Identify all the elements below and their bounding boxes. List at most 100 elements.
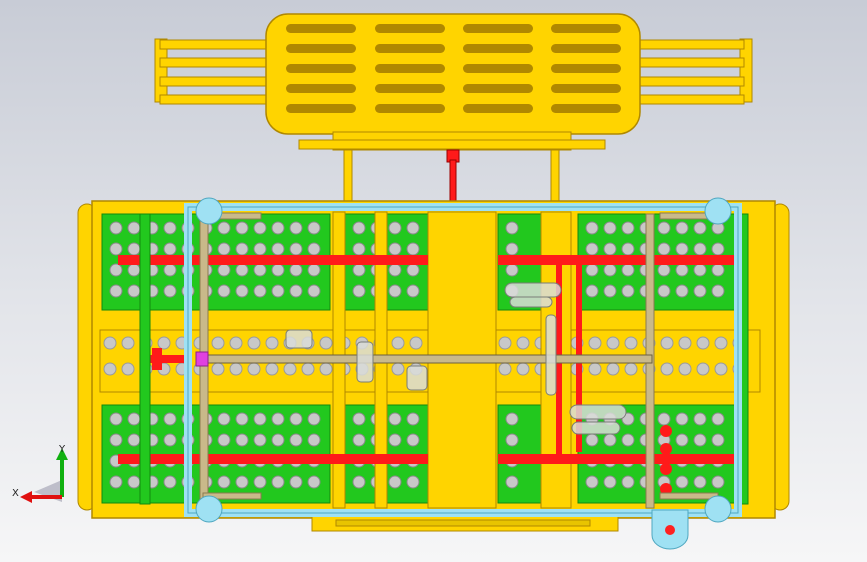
tray-hole [307, 242, 321, 256]
band-hole [301, 362, 315, 376]
tray-hole [217, 412, 231, 426]
tray-hole [109, 412, 123, 426]
band-hole [283, 362, 297, 376]
tray-hole [585, 242, 599, 256]
tray-hole [271, 263, 285, 277]
grill-slot [286, 44, 356, 53]
grill-slot [286, 24, 356, 33]
tray-hole [711, 263, 725, 277]
tray-hole [585, 433, 599, 447]
tray-hole [307, 284, 321, 298]
band-hole [229, 362, 243, 376]
x-axis-label: X [12, 488, 19, 499]
grill-slot [375, 44, 445, 53]
tray-hole [388, 242, 402, 256]
tray-hole [693, 284, 707, 298]
band-hole [678, 336, 692, 350]
tray-hole [271, 221, 285, 235]
tray-hole [621, 284, 635, 298]
tray-hole [109, 433, 123, 447]
tray-hole [289, 242, 303, 256]
tray-hole [693, 221, 707, 235]
tray-hole [307, 412, 321, 426]
tray-hole [127, 475, 141, 489]
tray-hole [388, 221, 402, 235]
band-hole [319, 336, 333, 350]
band-hole [588, 336, 602, 350]
tray-hole [289, 263, 303, 277]
tray-hole [388, 475, 402, 489]
tray-hole [217, 475, 231, 489]
band-hole [391, 362, 405, 376]
band-hole [516, 336, 530, 350]
tray-hole [109, 475, 123, 489]
cyan-rail-frame [184, 197, 742, 550]
tray-hole [406, 242, 420, 256]
tray-hole [289, 433, 303, 447]
band-hole [696, 362, 710, 376]
tray-hole [603, 284, 617, 298]
tray-hole [388, 284, 402, 298]
tray-hole [505, 242, 519, 256]
grill-slot [463, 84, 533, 93]
band-hole [409, 336, 423, 350]
tray-hole [217, 242, 231, 256]
tray-hole [271, 433, 285, 447]
band-hole [678, 362, 692, 376]
y-axis-label: Y [58, 444, 66, 455]
tray-hole [585, 475, 599, 489]
tray-hole [163, 242, 177, 256]
band-hole [624, 336, 638, 350]
coordinate-triad-icon: Y X [12, 444, 68, 503]
band-hole [498, 336, 512, 350]
tray-hole [711, 242, 725, 256]
tray-hole [505, 475, 519, 489]
band-hole [516, 362, 530, 376]
main-shaft [195, 354, 653, 364]
tray-hole [693, 475, 707, 489]
tray-hole [505, 221, 519, 235]
tray-hole [657, 412, 671, 426]
tray-hole [603, 263, 617, 277]
tray-hole [603, 433, 617, 447]
tray-hole [163, 475, 177, 489]
tray-hole [217, 263, 231, 277]
tray-hole [406, 433, 420, 447]
tray-hole [621, 242, 635, 256]
tray-hole [711, 412, 725, 426]
tray-hole [235, 263, 249, 277]
tray-hole [352, 284, 366, 298]
tray-hole [388, 433, 402, 447]
tray-hole [621, 263, 635, 277]
tray-hole [127, 433, 141, 447]
tray-hole [585, 221, 599, 235]
grill-slot [375, 24, 445, 33]
grill-slot [286, 64, 356, 73]
tray-hole [505, 263, 519, 277]
tray-hole [217, 221, 231, 235]
tray-hole [585, 263, 599, 277]
band-hole [103, 362, 117, 376]
tray-hole [235, 284, 249, 298]
tray-hole [711, 433, 725, 447]
band-hole [247, 336, 261, 350]
tray-hole [271, 242, 285, 256]
tray-hole [307, 263, 321, 277]
tray-hole [675, 263, 689, 277]
tray-hole [217, 284, 231, 298]
tray-hole [693, 242, 707, 256]
tray-hole [657, 284, 671, 298]
grill-slot [463, 104, 533, 113]
tray-hole [289, 475, 303, 489]
handle-assembly [154, 13, 753, 207]
tray-hole [675, 242, 689, 256]
band-hole [624, 362, 638, 376]
band-hole [121, 336, 135, 350]
tray-hole [253, 433, 267, 447]
green-edges [139, 213, 749, 505]
tray-hole [603, 242, 617, 256]
tray-hole [621, 221, 635, 235]
tray-hole [163, 433, 177, 447]
